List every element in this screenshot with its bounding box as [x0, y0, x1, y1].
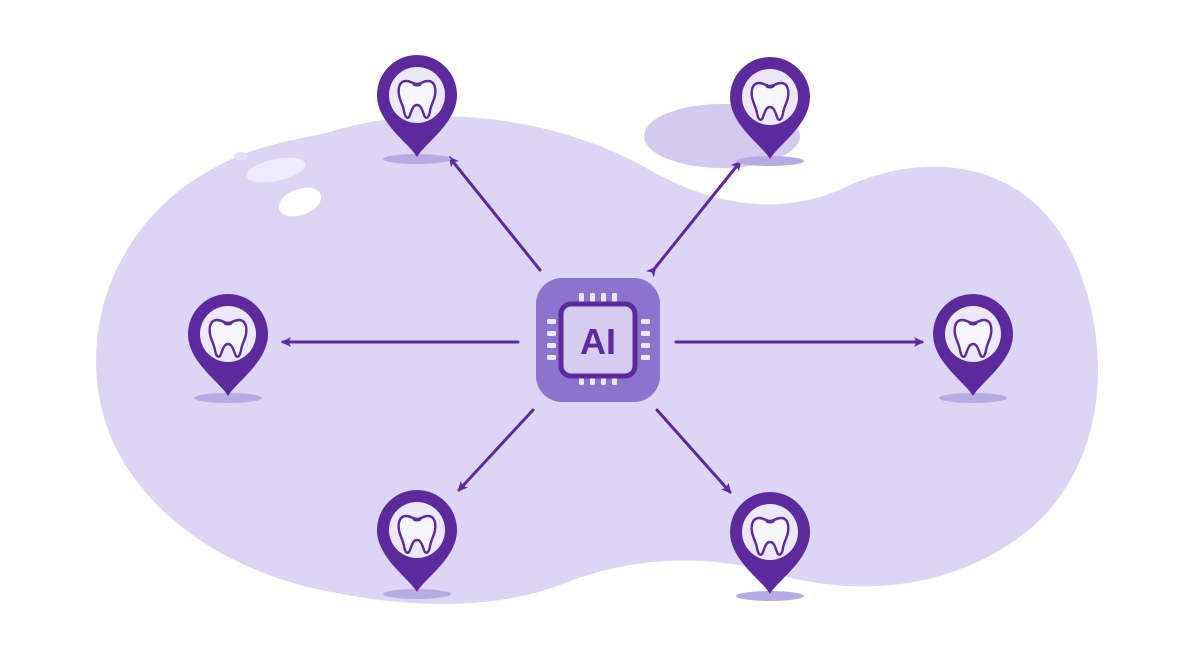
arrow-top-left [448, 156, 542, 272]
arrow-bottom-left [457, 408, 535, 492]
arrow-top-right [646, 160, 742, 278]
tooth-location-pin-icon [728, 490, 812, 603]
connection-arrows [281, 156, 924, 494]
ai-chip-icon: AI [536, 278, 660, 402]
ai-label: AI [580, 321, 616, 362]
arrow-bottom-right [655, 408, 732, 494]
